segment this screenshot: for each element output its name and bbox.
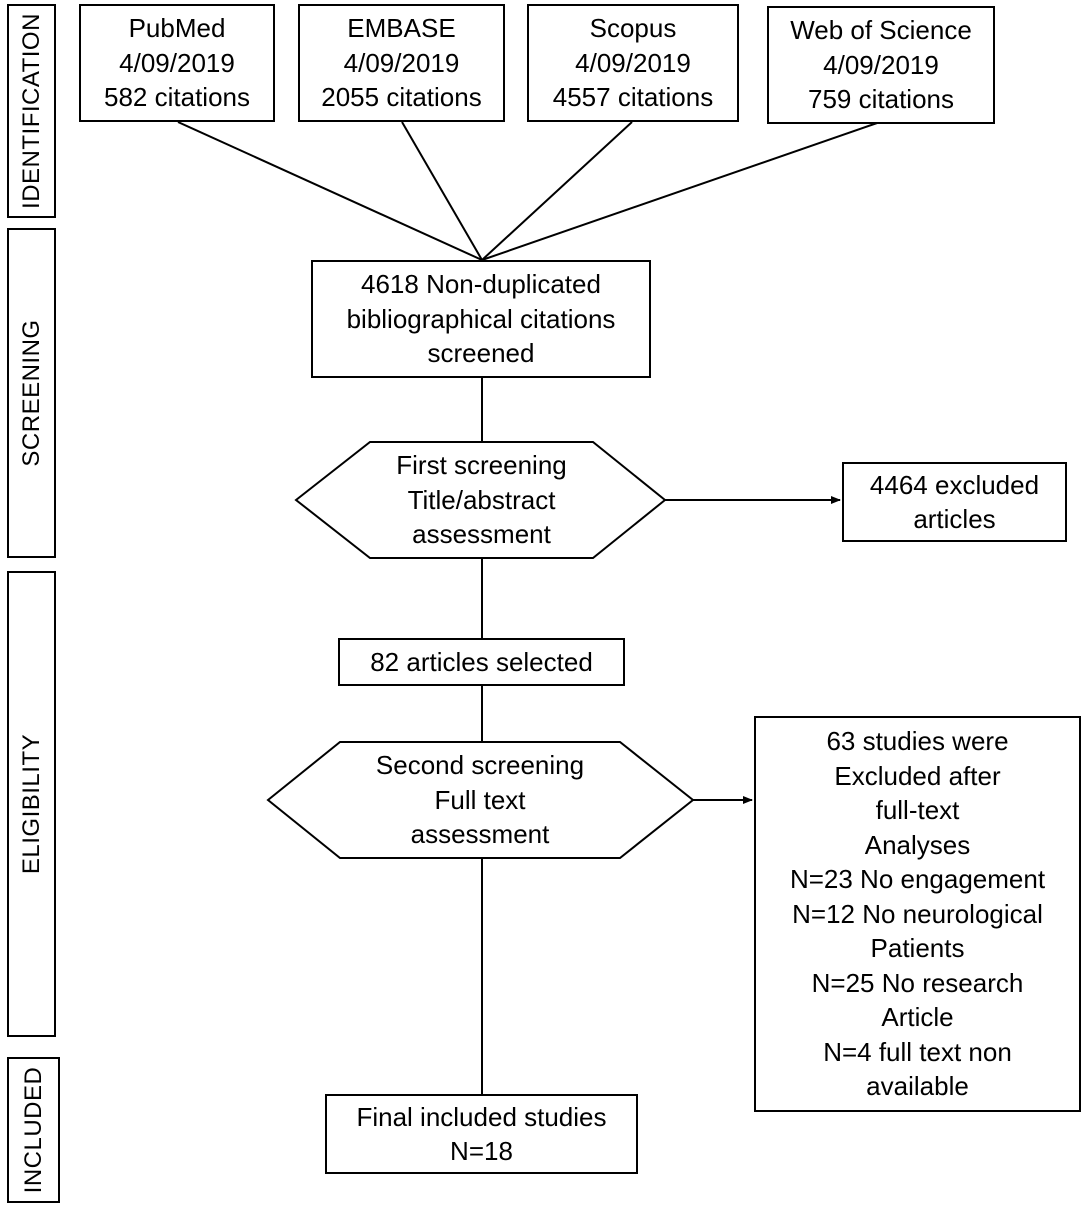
source-box-scopus: Scopus 4/09/2019 4557 citations xyxy=(527,4,739,122)
second-screening-line: Second screening xyxy=(375,750,585,781)
source-citations: 759 citations xyxy=(808,84,954,115)
source-date: 4/09/2019 xyxy=(343,47,460,78)
excluded-first-box: 4464 excluded articles xyxy=(842,462,1067,542)
selected-box: 82 articles selected xyxy=(338,638,625,686)
source-citations: 4557 citations xyxy=(552,82,714,113)
second-screening-line: Full text xyxy=(434,784,526,815)
excluded-second-line: N=25 No research xyxy=(811,967,1024,998)
source-date: 4/09/2019 xyxy=(575,47,691,78)
final-included-line: N=18 xyxy=(450,1136,513,1166)
first-screening-line: First screening xyxy=(396,450,567,481)
phase-included-label: INCLUDED xyxy=(19,1066,47,1194)
excluded-second-line: Patients xyxy=(870,933,965,964)
source-name: EMBASE xyxy=(347,13,456,44)
final-included-line: Final included studies xyxy=(356,1101,607,1132)
connector-embase xyxy=(401,121,483,261)
source-name: PubMed xyxy=(128,13,226,44)
excluded-second-box: 63 studies were Excluded after full-text… xyxy=(754,716,1081,1112)
source-box-web-of-science: Web of Science 4/09/2019 759 citations xyxy=(767,6,995,124)
excluded-second-line: 63 studies were xyxy=(826,726,1009,757)
excluded-second-line: N=23 No engagement xyxy=(789,864,1046,895)
phase-included: INCLUDED xyxy=(7,1057,60,1203)
connector-pubmed xyxy=(177,121,483,261)
phase-screening: SCREENING xyxy=(7,228,56,558)
first-screening-line: Title/abstract xyxy=(407,484,556,515)
selected-text: 82 articles selected xyxy=(370,646,593,677)
second-screening-text: Second screening Full text assessment xyxy=(340,742,620,858)
phase-identification-label: IDENTIFICATION xyxy=(17,13,45,209)
phase-eligibility: ELIGIBILITY xyxy=(7,571,56,1037)
phase-eligibility-label: ELIGIBILITY xyxy=(17,733,45,875)
final-included-box: Final included studies N=18 xyxy=(325,1094,638,1174)
excluded-second-line: available xyxy=(866,1071,969,1102)
excluded-second-line: Excluded after xyxy=(834,760,1001,791)
excluded-second-line: N=12 No neurological xyxy=(792,898,1043,929)
excluded-first-line: 4464 excluded xyxy=(869,469,1040,500)
source-date: 4/09/2019 xyxy=(119,47,235,78)
first-screening-text: First screening Title/abstract assessmen… xyxy=(370,442,593,558)
nonduplicated-line: 4618 Non-duplicated xyxy=(361,269,601,300)
phase-identification: IDENTIFICATION xyxy=(7,4,56,218)
nonduplicated-line: bibliographical citations xyxy=(346,303,616,334)
nonduplicated-line: screened xyxy=(427,338,535,369)
source-name: Scopus xyxy=(589,13,677,44)
first-screening-diamond xyxy=(294,441,667,559)
second-screening-diamond xyxy=(266,741,695,859)
excluded-first-line: articles xyxy=(913,504,996,534)
phase-screening-label: SCREENING xyxy=(17,319,45,467)
connector-scopus xyxy=(481,121,633,261)
source-date: 4/09/2019 xyxy=(823,49,939,80)
excluded-second-line: Article xyxy=(881,1002,954,1033)
excluded-second-line: N=4 full text non xyxy=(823,1036,1012,1067)
source-citations: 2055 citations xyxy=(321,82,482,113)
first-screening-line: assessment xyxy=(412,519,551,550)
nonduplicated-box: 4618 Non-duplicated bibliographical cita… xyxy=(311,260,651,378)
source-name: Web of Science xyxy=(790,15,972,46)
source-box-pubmed: PubMed 4/09/2019 582 citations xyxy=(79,4,275,122)
excluded-second-line: Analyses xyxy=(864,829,971,860)
connector-wos xyxy=(481,121,881,261)
source-box-embase: EMBASE 4/09/2019 2055 citations xyxy=(298,4,505,122)
excluded-second-line: full-text xyxy=(875,795,960,826)
source-citations: 582 citations xyxy=(104,82,250,113)
second-screening-line: assessment xyxy=(410,819,550,850)
